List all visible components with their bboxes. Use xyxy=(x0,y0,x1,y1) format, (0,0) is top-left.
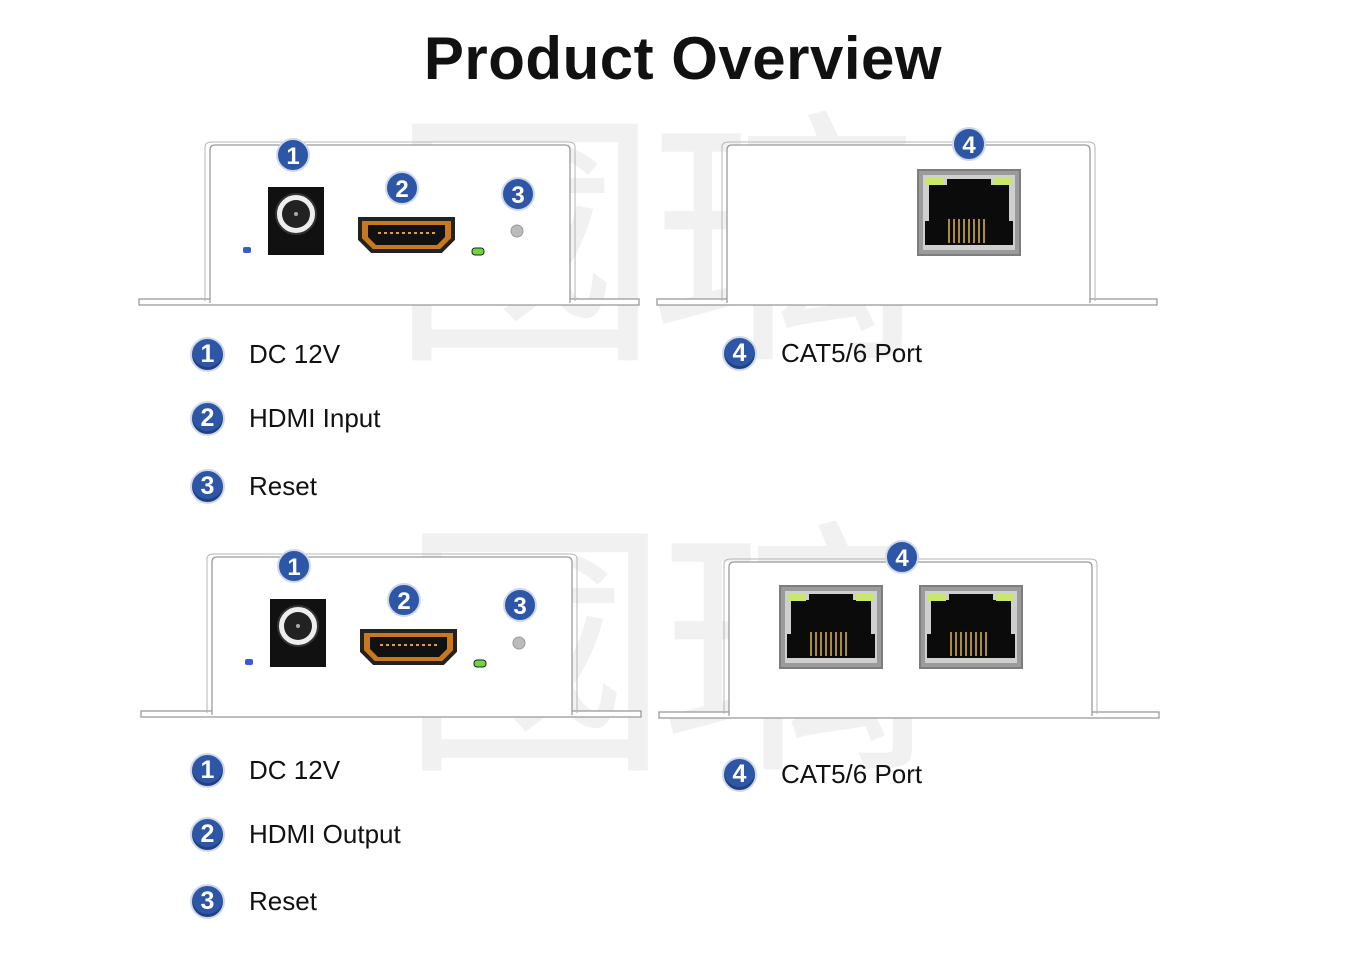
legend-label: CAT5/6 Port xyxy=(781,337,923,368)
reset-button-icon xyxy=(512,636,526,650)
number-badge: 1 xyxy=(190,336,225,372)
number-badge: 4 xyxy=(722,756,757,792)
number-badge: 2 xyxy=(190,816,225,852)
legend-label: CAT5/6 Port xyxy=(781,758,923,789)
page-title: Product Overview xyxy=(423,25,943,92)
callout-label: 2 xyxy=(397,588,410,615)
legend-item: 3 Reset xyxy=(190,881,317,921)
number-badge: 4 xyxy=(722,335,757,371)
callout-label: 4 xyxy=(895,545,909,572)
legend-item: 2 HDMI Input xyxy=(190,398,381,438)
legend-label: Reset xyxy=(249,470,317,501)
hdmi-port-icon xyxy=(358,217,455,253)
transmitter-rear-panel: 4 xyxy=(656,127,1158,306)
number-badge: 2 xyxy=(190,400,225,436)
dc-jack-icon xyxy=(268,187,324,255)
callout-label: 3 xyxy=(511,182,524,209)
legend-item: 4 CAT5/6 Port xyxy=(722,754,922,794)
callout-badge: 3 xyxy=(503,588,537,622)
status-led-icon xyxy=(471,247,485,256)
callout-badge: 2 xyxy=(387,583,421,617)
callout-label: 2 xyxy=(395,176,408,203)
callout-label: 1 xyxy=(286,143,299,170)
callout-badge: 4 xyxy=(952,127,986,161)
rj45-port-icon xyxy=(917,169,1021,256)
reset-button-icon xyxy=(510,224,524,238)
legend-label: Reset xyxy=(249,885,317,916)
legend-item: 1 DC 12V xyxy=(190,750,340,790)
callout-badge: 4 xyxy=(885,540,919,574)
callout-badge: 2 xyxy=(385,171,419,205)
callout-badge: 1 xyxy=(276,138,310,172)
legend-label: DC 12V xyxy=(249,754,341,785)
hdmi-port-icon xyxy=(360,629,457,665)
callout-label: 1 xyxy=(287,554,300,581)
legend-item: 1 DC 12V xyxy=(190,334,340,374)
legend-item: 2 HDMI Output xyxy=(190,814,401,854)
callout-badge: 3 xyxy=(501,177,535,211)
legend-label: HDMI Output xyxy=(249,818,401,849)
callout-label: 4 xyxy=(962,132,976,159)
legend-label: HDMI Input xyxy=(249,402,381,433)
number-badge: 3 xyxy=(190,468,225,504)
number-badge: 3 xyxy=(190,883,225,919)
power-led-icon xyxy=(243,247,251,253)
transmitter-front-panel: 1 2 3 xyxy=(138,138,640,306)
legend-item: 3 Reset xyxy=(190,466,317,506)
rj45-port-icon xyxy=(919,585,1023,669)
legend-item: 4 CAT5/6 Port xyxy=(722,333,922,373)
callout-label: 3 xyxy=(513,593,526,620)
legend-label: DC 12V xyxy=(249,338,341,369)
power-led-icon xyxy=(245,659,253,665)
number-badge: 1 xyxy=(190,752,225,788)
dc-jack-icon xyxy=(270,599,326,667)
status-led-icon xyxy=(473,659,487,668)
callout-badge: 1 xyxy=(277,549,311,583)
rj45-port-icon xyxy=(779,585,883,669)
receiver-front-panel: 1 2 3 xyxy=(140,549,642,718)
receiver-rear-panel: 4 xyxy=(658,540,1160,719)
